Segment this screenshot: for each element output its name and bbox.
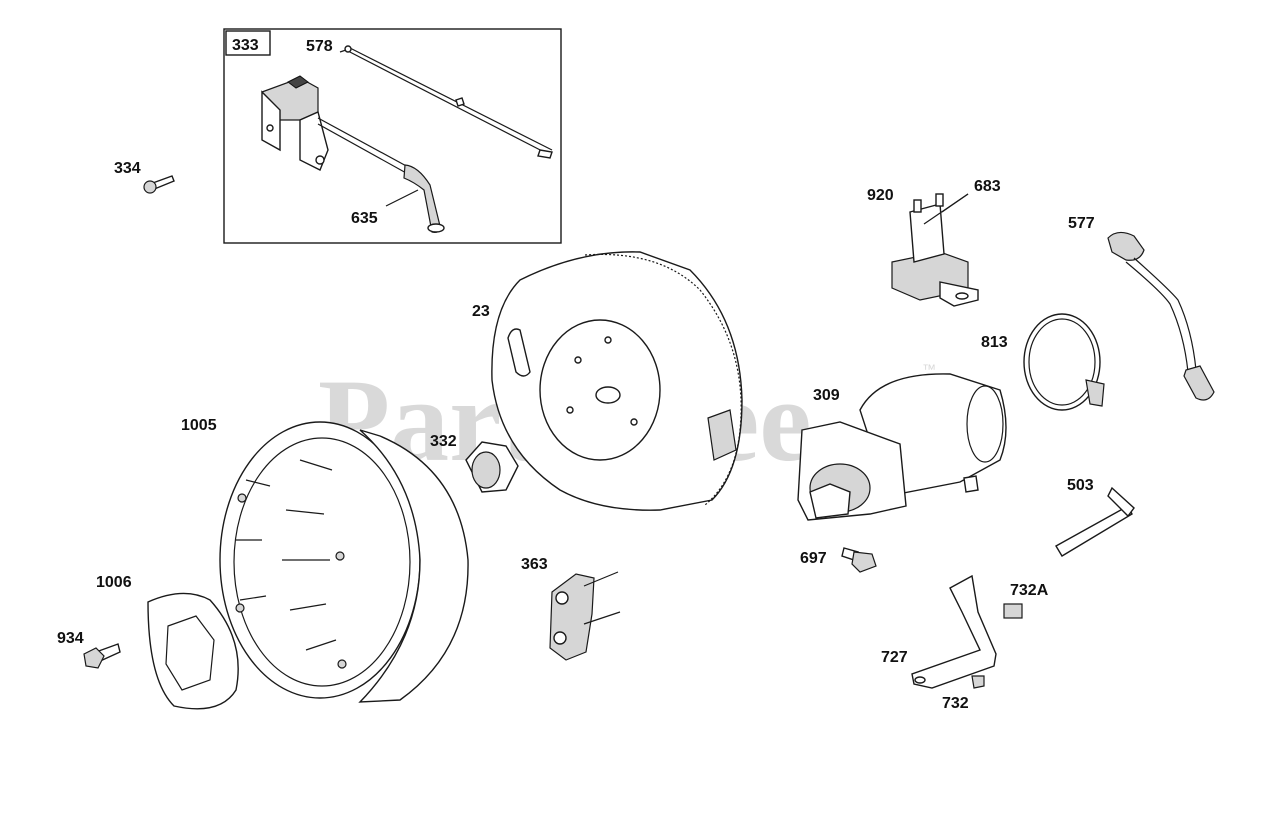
callout-23: 23 [472, 303, 490, 320]
spark-plug-wire-part[interactable] [317, 117, 445, 233]
callout-labels: 333 578 334 635 920 683 577 23 813 309 1… [57, 37, 1095, 712]
callout-1005: 1005 [181, 417, 217, 434]
callout-732: 732 [942, 695, 969, 712]
spark-plug-cable-part[interactable] [1107, 231, 1215, 401]
bolt-934-part[interactable] [83, 643, 121, 669]
callout-813: 813 [981, 334, 1008, 351]
callout-577: 577 [1068, 215, 1095, 232]
spacer-363-part[interactable] [549, 571, 621, 661]
flywheel-part[interactable] [491, 251, 743, 511]
cooling-fan-part[interactable] [219, 421, 469, 703]
callout-332: 332 [430, 433, 457, 450]
flywheel-nut-part[interactable] [465, 441, 519, 493]
callout-727: 727 [881, 649, 908, 666]
callout-503: 503 [1067, 477, 1094, 494]
bracket-727-part[interactable] [911, 574, 997, 689]
callout-578: 578 [306, 38, 333, 55]
starter-motor-part[interactable] [797, 373, 1007, 521]
callout-920: 920 [867, 187, 894, 204]
leader-578 [339, 49, 347, 53]
callout-309: 309 [813, 387, 840, 404]
callout-334: 334 [114, 160, 141, 177]
callout-1006: 1006 [96, 574, 132, 591]
callout-732A: 732A [1010, 582, 1049, 599]
ignition-coil-part[interactable] [261, 75, 329, 171]
bracket-503-part[interactable] [1055, 486, 1135, 557]
fitting-732A-part[interactable] [1003, 603, 1023, 619]
ignition-module-part[interactable] [891, 193, 979, 307]
leader-635 [385, 189, 419, 207]
fan-cover-part[interactable] [147, 592, 239, 710]
bolt-697-part[interactable] [841, 547, 877, 573]
callout-363: 363 [521, 556, 548, 573]
inset-label-box [225, 30, 271, 56]
ignition-coil-inset[interactable] [223, 28, 562, 244]
callout-683: 683 [974, 178, 1001, 195]
callout-934: 934 [57, 630, 84, 647]
starter-clamp-part[interactable] [1023, 313, 1105, 411]
callout-635: 635 [351, 210, 378, 227]
callout-333: 333 [232, 37, 259, 54]
ground-wire-part[interactable] [344, 45, 553, 159]
watermark-tm: ™ [922, 361, 936, 377]
callout-697: 697 [800, 550, 827, 567]
screw-732-part[interactable] [971, 675, 985, 689]
screw-334-part[interactable] [143, 175, 175, 194]
